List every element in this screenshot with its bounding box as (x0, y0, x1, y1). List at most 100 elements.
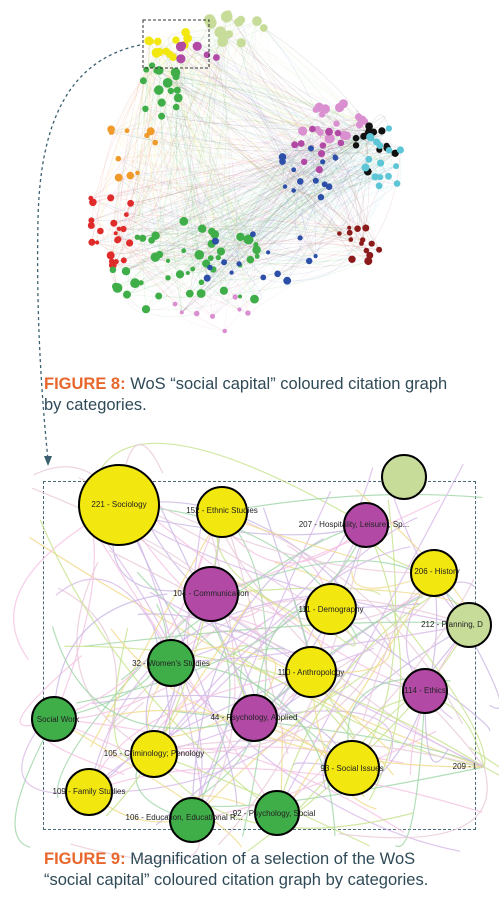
graph-edge (235, 236, 253, 298)
graph-node (190, 266, 196, 272)
graph-node (385, 125, 392, 132)
graph-node (123, 290, 131, 299)
graph-node (116, 226, 122, 231)
graph-edge (196, 161, 305, 314)
graph-node (172, 73, 180, 81)
graph-node (155, 47, 164, 57)
graph-edge (151, 143, 302, 241)
graph-edge (144, 65, 156, 236)
graph-edge (180, 46, 362, 244)
graph-edge (55, 578, 172, 664)
graph-edge (252, 161, 305, 235)
graph-edge (192, 244, 257, 271)
graph-edge (177, 97, 249, 314)
category-node (343, 502, 389, 548)
graph-edge (339, 138, 372, 234)
graph-node (352, 134, 360, 142)
graph-node (393, 163, 400, 170)
category-node (285, 646, 337, 698)
graph-node (238, 294, 242, 299)
category-node (169, 797, 215, 843)
graph-node (192, 41, 202, 51)
graph-edge (155, 144, 295, 236)
graph-edge (183, 250, 225, 263)
graph-edge (170, 72, 183, 313)
graph-edge (146, 135, 169, 278)
graph-edge (301, 128, 316, 257)
graph-node (321, 181, 328, 188)
graph-edge (206, 54, 369, 262)
category-node-label: 110 - Anthropology (278, 668, 345, 677)
graph-node (252, 16, 262, 26)
graph-edge (213, 156, 336, 270)
graph-edge (216, 57, 240, 264)
graph-edge (149, 591, 485, 768)
graph-edge (336, 123, 381, 178)
graph-node (166, 50, 174, 58)
graph-edge (187, 34, 230, 274)
graph-node (167, 87, 175, 95)
graph-nodes (87, 10, 404, 334)
graph-edge (216, 57, 398, 184)
graph-edge (154, 142, 255, 300)
graph-edge (174, 297, 213, 317)
graph-node (127, 199, 134, 207)
graph-edge (192, 22, 212, 255)
graph-edge (113, 148, 312, 224)
graph-edge (365, 524, 402, 801)
graph-edge (286, 169, 320, 281)
graph-edge (282, 161, 381, 178)
category-node-label: 92 - Psychology, Social (233, 809, 316, 818)
figure-8-caption: FIGURE 8: WoS “social capital” coloured … (44, 374, 464, 416)
category-node-label: 206 - History (414, 567, 459, 576)
graph-edge (310, 148, 376, 178)
graph-edge (167, 116, 359, 279)
graph-edge (159, 247, 232, 273)
graph-edge (216, 57, 316, 111)
graph-edge (223, 136, 364, 263)
category-node (381, 454, 427, 500)
graph-node (250, 231, 256, 238)
figure-9-caption: FIGURE 9: Magnification of a selection o… (44, 849, 464, 891)
graph-edge (220, 32, 369, 134)
graph-node (109, 266, 117, 274)
graph-edge (151, 65, 302, 144)
graph-node (278, 153, 287, 161)
graph-edge (224, 21, 258, 331)
graph-edge (90, 511, 223, 748)
graph-node (342, 131, 352, 140)
graph-node (172, 36, 180, 44)
category-node-label: 212 - Planning, D (421, 620, 483, 629)
graph-edge (161, 115, 369, 132)
graph-edge (354, 167, 372, 244)
graph-edge (64, 645, 485, 768)
graph-edge (223, 128, 390, 291)
graph-node (107, 194, 115, 202)
graph-node (396, 146, 404, 154)
category-node-label: Social Work (37, 715, 81, 724)
graph-edge (255, 148, 312, 245)
graph-edge (220, 32, 380, 250)
graph-edge (218, 41, 227, 258)
graph-edge (181, 145, 387, 313)
graph-node (95, 240, 100, 245)
graph-node (376, 142, 384, 149)
graph-node (306, 257, 313, 265)
graph-edge (118, 158, 320, 177)
graph-edge (110, 161, 323, 199)
graph-edge (118, 169, 320, 185)
graph-edge (226, 16, 380, 250)
graph-edge (256, 20, 381, 164)
graph-edge (118, 119, 365, 159)
graph-node (179, 310, 184, 315)
graph-node (298, 126, 308, 136)
graph-node (291, 188, 297, 193)
graph-edge (395, 690, 426, 848)
graph-node (175, 41, 186, 52)
graph-edge (328, 121, 366, 187)
graph-edge (296, 161, 316, 182)
graph-edge (157, 41, 240, 264)
graph-edge (118, 177, 358, 229)
category-node-label: 104 - Communication (173, 589, 249, 598)
graph-node (333, 120, 340, 127)
